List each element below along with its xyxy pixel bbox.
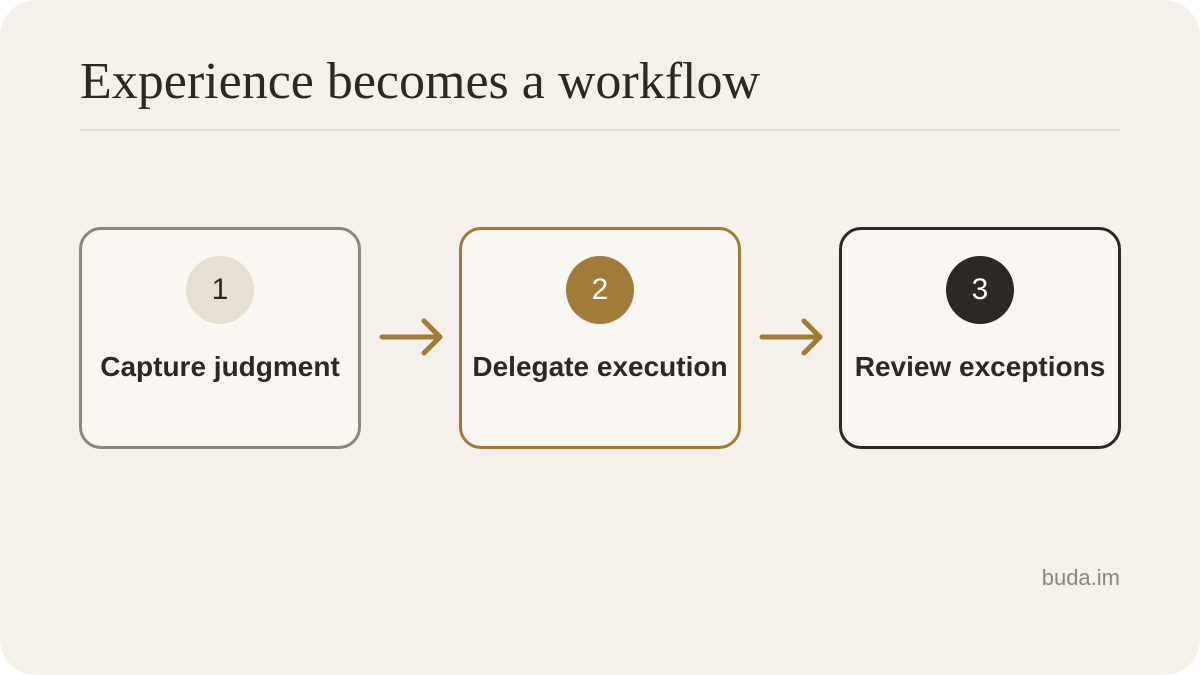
workflow-step-capture: 1 Capture judgment — [79, 227, 361, 449]
step-label: Capture judgment — [100, 351, 340, 382]
step-number-badge: 2 — [566, 256, 634, 324]
title-divider — [80, 129, 1120, 131]
step-label: Review exceptions — [854, 351, 1106, 382]
brand-footer: buda.im — [1041, 565, 1120, 590]
slide-title: Experience becomes a workflow — [80, 53, 761, 110]
workflow-step-delegate: 2 Delegate execution — [459, 227, 741, 449]
arrow-right-icon — [759, 318, 823, 356]
arrow-right-icon — [379, 318, 443, 356]
step-label: Delegate execution — [472, 351, 728, 382]
workflow-step-review: 3 Review exceptions — [839, 227, 1121, 449]
step-number-badge: 3 — [946, 256, 1014, 324]
step-number-badge: 1 — [186, 256, 254, 324]
